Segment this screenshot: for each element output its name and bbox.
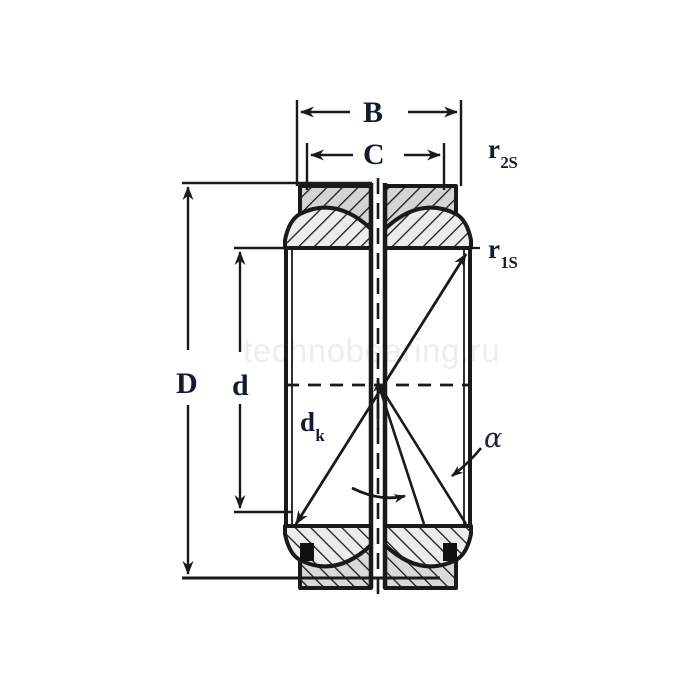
r2s-subscript: 2S (500, 153, 518, 173)
r2s-base: r (488, 134, 500, 164)
dimension-label-d: d (232, 369, 249, 402)
dimension-label-dk: dk (300, 407, 325, 444)
dk-base: d (300, 407, 316, 437)
dimension-label-C: C (363, 138, 385, 171)
alpha-leader (451, 447, 483, 478)
seal-groove-marks (300, 543, 457, 561)
dimension-B (295, 100, 463, 186)
dimension-d (234, 246, 292, 514)
bearing-body-outline (284, 248, 472, 526)
dimension-label-r2s: r2S (488, 134, 518, 171)
r1s-base: r (488, 234, 500, 264)
dimension-label-r1s: r1S (488, 234, 518, 271)
angle-alpha-lines (373, 380, 468, 525)
dk-subscript: k (315, 426, 325, 446)
inner-ring-top (283, 205, 473, 250)
r1s-subscript: 1S (500, 253, 518, 273)
dimension-label-D: D (176, 367, 198, 400)
rotation-arc-arrow (351, 486, 406, 503)
dimension-label-B: B (363, 96, 384, 129)
dimension-label-alpha: α (484, 423, 503, 454)
dimension-D (182, 181, 440, 580)
dimension-C (305, 143, 446, 190)
